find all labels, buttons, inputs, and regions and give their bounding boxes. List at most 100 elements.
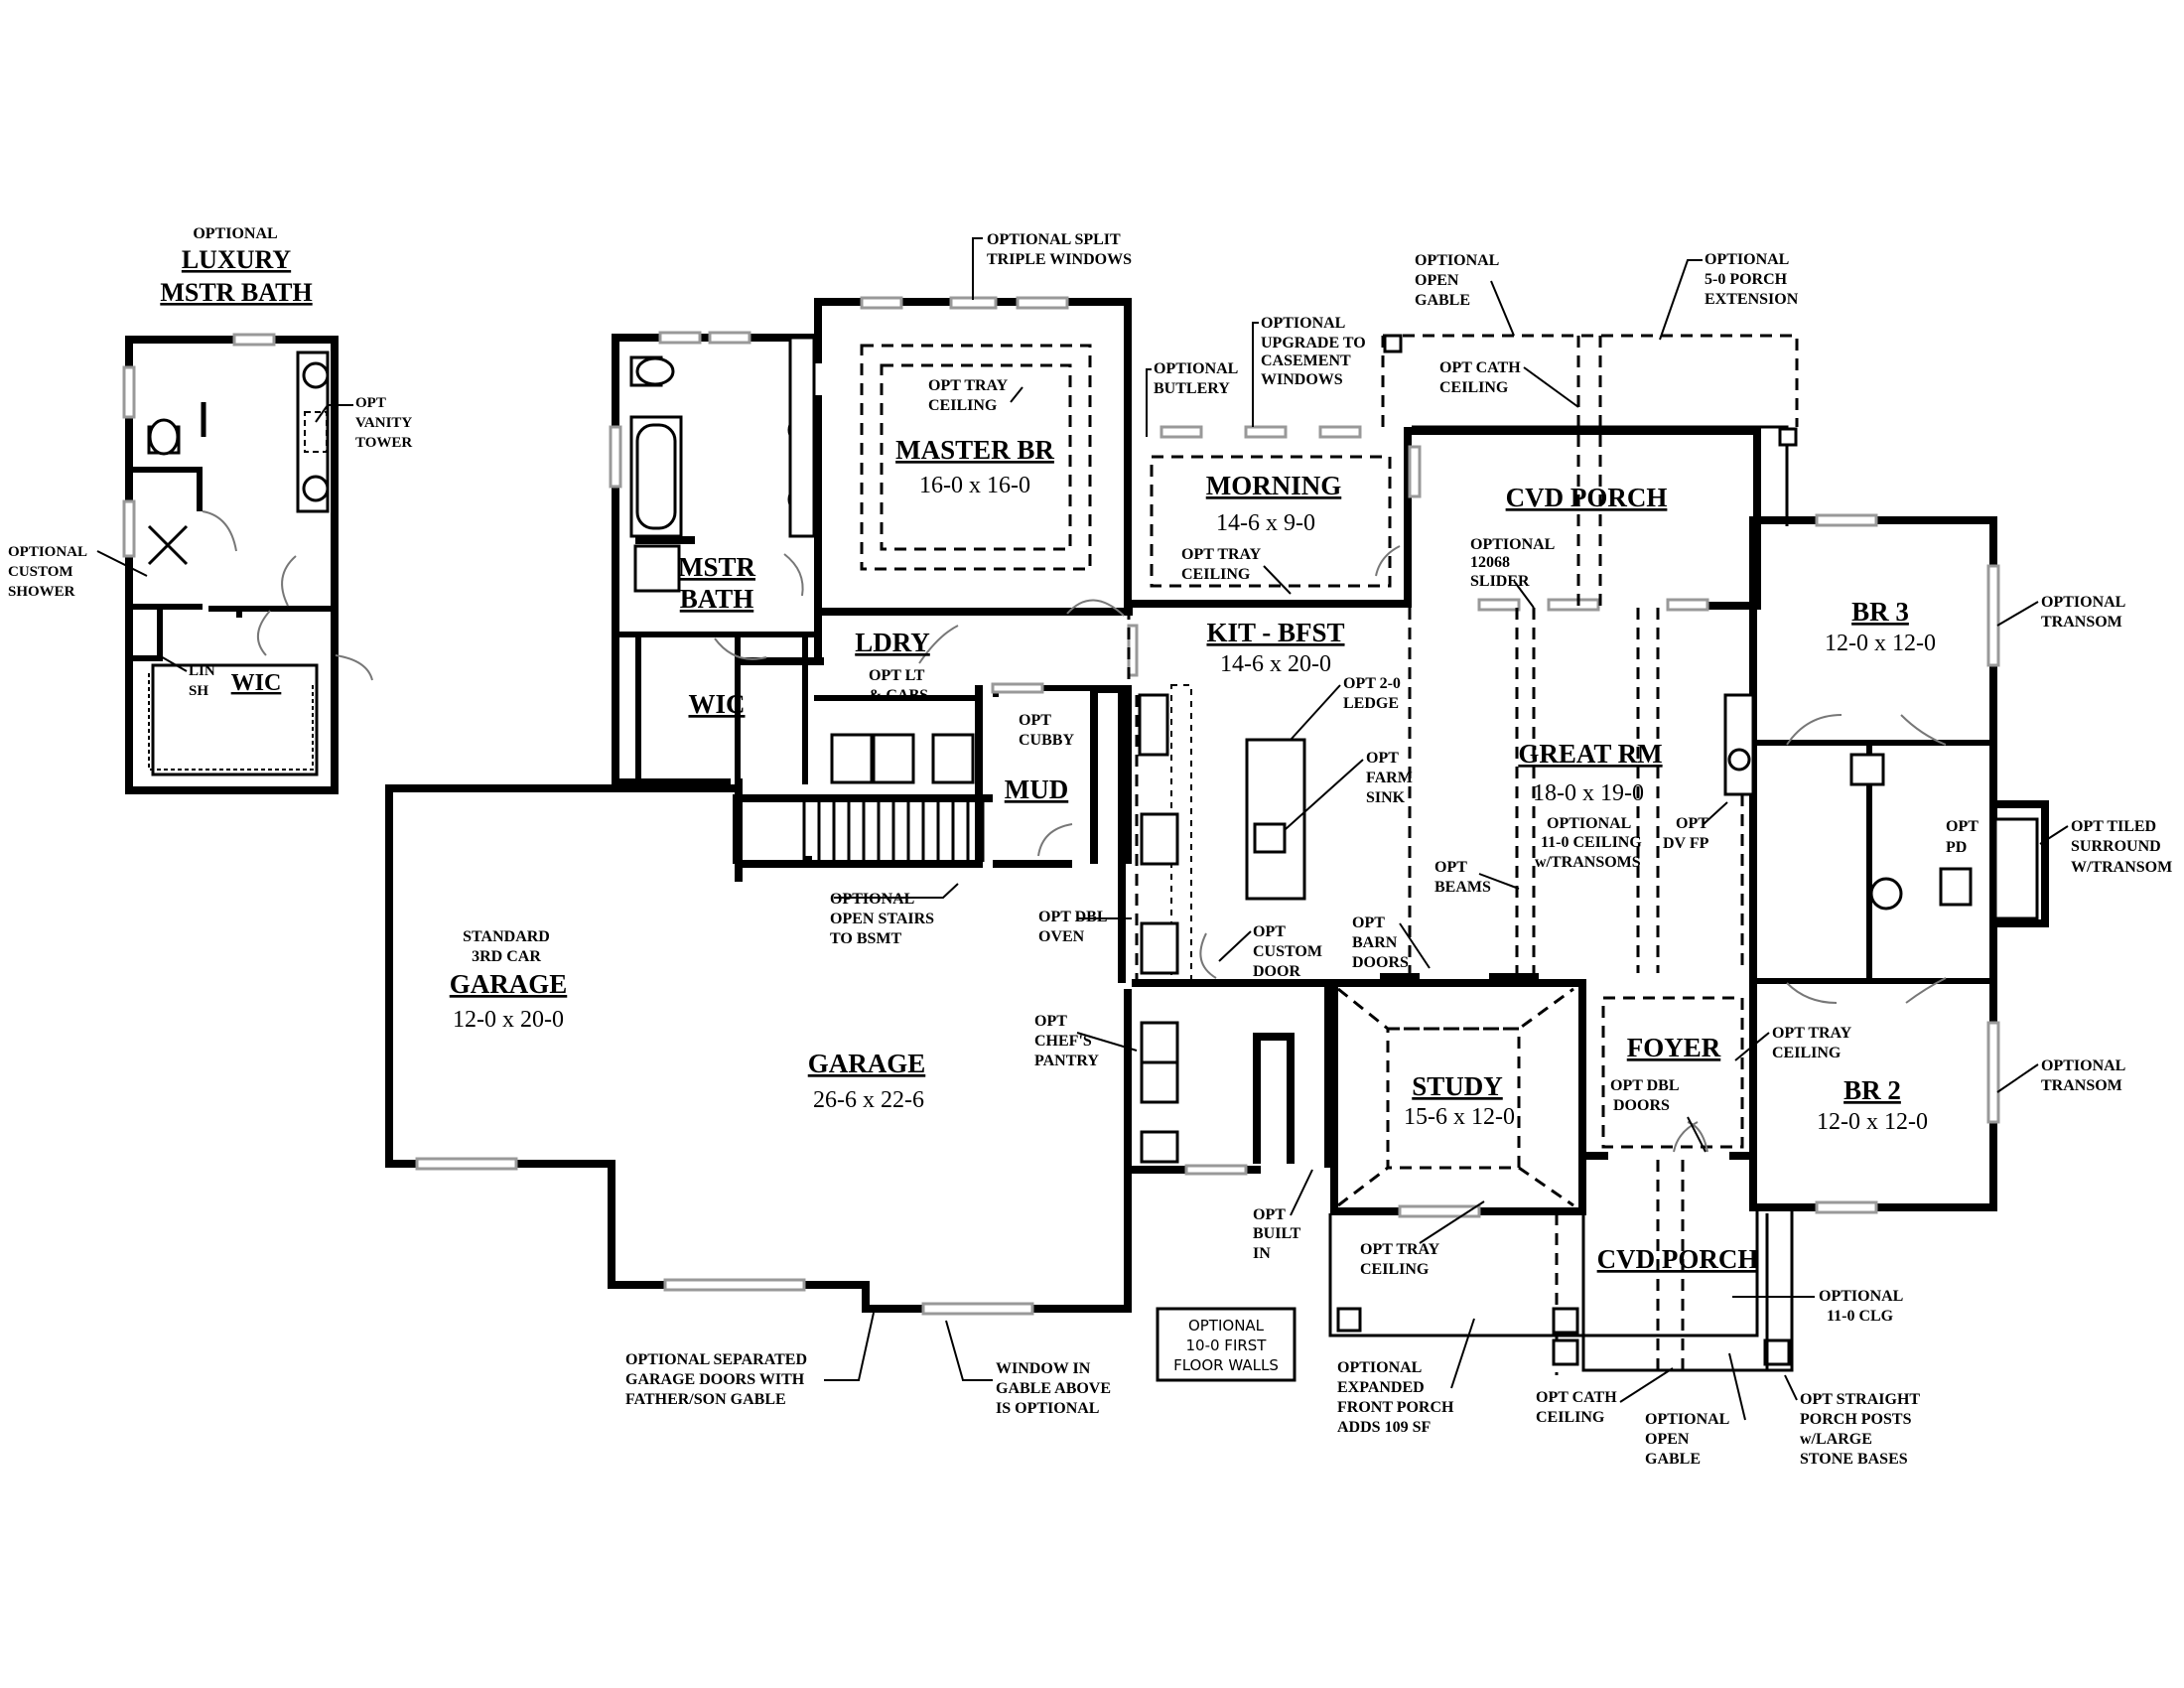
note-transom2-2: TRANSOM xyxy=(2041,1077,2122,1094)
note-dv-fp-1: OPT xyxy=(1676,815,1708,832)
note-custom-shower-3: SHOWER xyxy=(8,584,75,600)
note-expanded-porch-2: EXPANDED xyxy=(1337,1379,1425,1396)
garage3-name: GARAGE xyxy=(450,969,568,999)
note-beams-2: BEAMS xyxy=(1434,879,1491,896)
mud-name: MUD xyxy=(1005,774,1068,804)
note-clg-2: 11-0 CLG xyxy=(1827,1308,1894,1325)
note-open-gable-rear-3: GABLE xyxy=(1415,292,1470,309)
optional-walls-box: OPTIONAL 10-0 FIRST FLOOR WALLS xyxy=(1156,1307,1297,1382)
note-built-in-1: OPT xyxy=(1253,1206,1286,1223)
fixtures xyxy=(629,336,2039,1164)
cvd-porch-front-name: CVD PORCH xyxy=(1597,1244,1759,1274)
note-dbl-doors-2: DOORS xyxy=(1613,1097,1670,1114)
note-beams-1: OPT xyxy=(1434,859,1467,876)
note-opt-vanity-1: OPT xyxy=(355,395,386,411)
br2-dim: 12-0 x 12-0 xyxy=(1817,1109,1928,1135)
morning-dim: 14-6 x 9-0 xyxy=(1216,510,1315,536)
note-barn-doors-1: OPT xyxy=(1352,914,1385,931)
note-farm-sink-2: FARM xyxy=(1366,770,1413,786)
note-built-in-2: BUILT xyxy=(1253,1225,1301,1242)
great-rm-dim: 18-0 x 19-0 xyxy=(1533,780,1644,806)
note-cath-rear-2: CEILING xyxy=(1439,379,1509,396)
note-gable-window-1: WINDOW IN xyxy=(996,1360,1091,1377)
note-garage-doors-1: OPTIONAL SEPARATED xyxy=(625,1351,807,1368)
note-lt-cabs-2: & CABS xyxy=(869,687,928,704)
note-opt-vanity-3: TOWER xyxy=(355,435,412,451)
note-porch-posts-3: w/LARGE xyxy=(1800,1431,1872,1448)
note-split-windows-1: OPTIONAL SPLIT xyxy=(987,231,1121,248)
note-tiled-1: OPT TILED xyxy=(2071,818,2156,835)
cvd-porch-rear-name: CVD PORCH xyxy=(1506,483,1668,512)
room-labels: MASTER BR 16-0 x 16-0 MSTR BATH WIC LDRY… xyxy=(450,435,1936,1274)
note-garage-doors-2: GARAGE DOORS WITH xyxy=(625,1371,805,1388)
master-br-name: MASTER BR xyxy=(895,435,1054,465)
garage3-pre1: STANDARD xyxy=(463,928,550,945)
note-open-gable-front-1: OPTIONAL xyxy=(1645,1411,1729,1428)
box-line3: FLOOR WALLS xyxy=(1173,1356,1279,1374)
study-name: STUDY xyxy=(1412,1071,1503,1101)
note-clg-1: OPTIONAL xyxy=(1819,1288,1903,1305)
garage3-dim: 12-0 x 20-0 xyxy=(453,1007,564,1033)
note-casement-1: OPTIONAL xyxy=(1261,315,1345,332)
note-porch-posts-1: OPT STRAIGHT xyxy=(1800,1391,1920,1408)
note-cubby-1: OPT xyxy=(1019,712,1051,729)
kit-bfst-dim: 14-6 x 20-0 xyxy=(1220,651,1331,677)
note-gable-window-3: IS OPTIONAL xyxy=(996,1400,1099,1417)
study-dim: 15-6 x 12-0 xyxy=(1404,1104,1515,1130)
note-porch-ext-1: OPTIONAL xyxy=(1705,251,1789,268)
note-lin-2: SH xyxy=(189,683,208,699)
br3-name: BR 3 xyxy=(1851,597,1909,627)
note-expanded-porch-1: OPTIONAL xyxy=(1337,1359,1422,1376)
note-cath-rear-1: OPT CATH xyxy=(1439,359,1521,376)
br2-name: BR 2 xyxy=(1843,1075,1901,1105)
note-casement-2: UPGRADE TO xyxy=(1261,335,1366,352)
note-farm-sink-3: SINK xyxy=(1366,789,1406,806)
note-tiled-3: W/TRANSOM xyxy=(2071,859,2172,876)
note-great-ceiling-2: 11-0 CEILING xyxy=(1541,834,1642,851)
note-cubby-2: CUBBY xyxy=(1019,732,1074,749)
note-morning-tray-1: OPT TRAY xyxy=(1181,546,1262,563)
great-rm-name: GREAT RM xyxy=(1518,739,1662,769)
ldry-name: LDRY xyxy=(855,628,930,657)
note-br2-tray-1: OPT TRAY xyxy=(1772,1025,1852,1042)
note-porch-ext-3: EXTENSION xyxy=(1705,291,1799,308)
inset-title-line1: LUXURY xyxy=(182,245,292,274)
note-custom-door-3: DOOR xyxy=(1253,963,1300,980)
note-ledge-2: LEDGE xyxy=(1343,695,1399,712)
note-pd-1: OPT xyxy=(1946,818,1979,835)
br3-dim: 12-0 x 12-0 xyxy=(1825,631,1936,656)
note-porch-posts-4: STONE BASES xyxy=(1800,1451,1908,1468)
note-porch-posts-2: PORCH POSTS xyxy=(1800,1411,1912,1428)
note-barn-doors-3: DOORS xyxy=(1352,954,1409,971)
note-slider-2: 12068 xyxy=(1470,554,1510,571)
note-tiled-2: SURROUND xyxy=(2071,838,2161,855)
note-chefs-pantry-3: PANTRY xyxy=(1034,1053,1099,1069)
note-pd-2: PD xyxy=(1946,839,1967,856)
stairs xyxy=(733,794,993,864)
note-opt-vanity-2: VANITY xyxy=(355,415,412,431)
note-br2-tray-2: CEILING xyxy=(1772,1045,1842,1061)
garage3-pre2: 3RD CAR xyxy=(472,948,541,965)
note-slider-3: SLIDER xyxy=(1470,573,1530,590)
luxury-master-bath-inset: OPTIONAL LUXURY MSTR BATH WI xyxy=(8,225,412,794)
note-barn-doors-2: BARN xyxy=(1352,934,1398,951)
door-swings xyxy=(714,545,1947,1153)
windows xyxy=(415,296,2000,1316)
note-ledge-1: OPT 2-0 xyxy=(1343,675,1401,692)
mstr-bath-name-2: BATH xyxy=(680,584,754,614)
note-custom-shower-1: OPTIONAL xyxy=(8,544,87,560)
box-line2: 10-0 FIRST xyxy=(1186,1336,1268,1354)
front-porch xyxy=(1328,1211,1794,1372)
inset-title-line2: MSTR BATH xyxy=(160,278,312,307)
note-cath-front-1: OPT CATH xyxy=(1536,1389,1617,1406)
rear-porch xyxy=(1383,334,1798,526)
note-lin-1: LIN xyxy=(189,663,215,679)
note-open-gable-rear-1: OPTIONAL xyxy=(1415,252,1499,269)
note-dbl-oven-1: OPT DBL xyxy=(1038,909,1108,925)
note-cath-front-2: CEILING xyxy=(1536,1409,1605,1426)
note-open-stairs-3: TO BSMT xyxy=(830,930,902,947)
note-custom-door-1: OPT xyxy=(1253,923,1286,940)
note-expanded-porch-3: FRONT PORCH xyxy=(1337,1399,1454,1416)
note-butlery-1: OPTIONAL xyxy=(1154,360,1238,377)
